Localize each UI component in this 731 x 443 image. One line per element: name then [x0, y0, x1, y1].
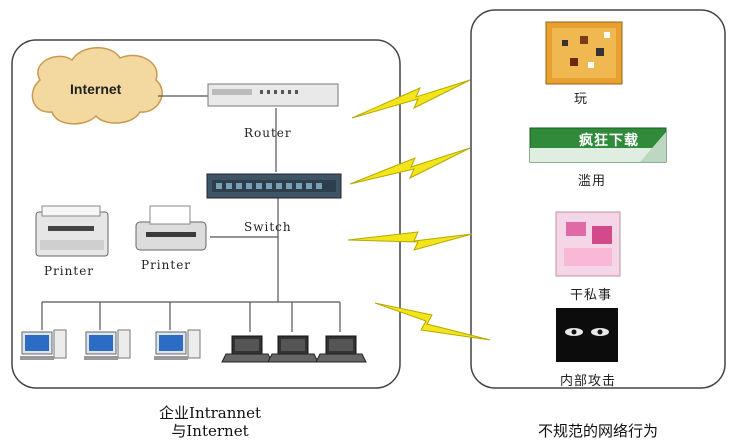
game-screenshot-icon — [545, 21, 623, 85]
desktop-pc-2-icon — [84, 329, 131, 360]
desktop-pc-3-icon — [154, 329, 201, 360]
behavior-panel — [470, 9, 726, 389]
switch-label: Switch — [244, 220, 292, 234]
printer-2-icon — [135, 205, 207, 251]
download-banner-icon — [529, 127, 667, 163]
behavior-item-private-label: 干私事 — [570, 288, 613, 303]
lightning-bolt-1-icon — [351, 79, 471, 119]
laptop-3-icon — [315, 335, 367, 363]
laptop-2-icon — [267, 335, 319, 363]
behavior-caption: 不规范的网络行为 — [537, 422, 658, 440]
desktop-pc-1-icon — [20, 329, 67, 360]
intranet-caption-line1: 企业Intrannet — [159, 404, 261, 422]
behavior-item-abuse-label: 滥用 — [578, 174, 607, 189]
private-business-image-icon — [555, 211, 621, 277]
intranet-caption-line2: 与Internet — [171, 422, 249, 440]
laptop-1-icon — [221, 335, 273, 363]
lightning-bolt-2-icon — [349, 147, 471, 185]
internal-attack-image-icon — [556, 308, 618, 362]
connection-lines — [41, 95, 341, 332]
printer-1-icon — [35, 205, 109, 257]
download-banner-text: 疯狂下载 — [579, 133, 639, 149]
lightning-bolts — [347, 79, 491, 341]
switch-icon — [206, 173, 342, 199]
lightning-bolt-3-icon — [347, 231, 473, 251]
behavior-item-attack-label: 内部攻击 — [560, 374, 617, 389]
behavior-item-play-label: 玩 — [574, 92, 589, 107]
router-icon — [207, 83, 339, 107]
router-label: Router — [244, 126, 292, 140]
intranet-panel — [11, 39, 401, 389]
lightning-bolt-4-icon — [374, 302, 491, 341]
printer-1-label: Printer — [44, 264, 95, 278]
internet-label: Internet — [70, 81, 122, 97]
internet-cloud-icon — [31, 47, 163, 125]
printer-2-label: Printer — [141, 258, 192, 272]
